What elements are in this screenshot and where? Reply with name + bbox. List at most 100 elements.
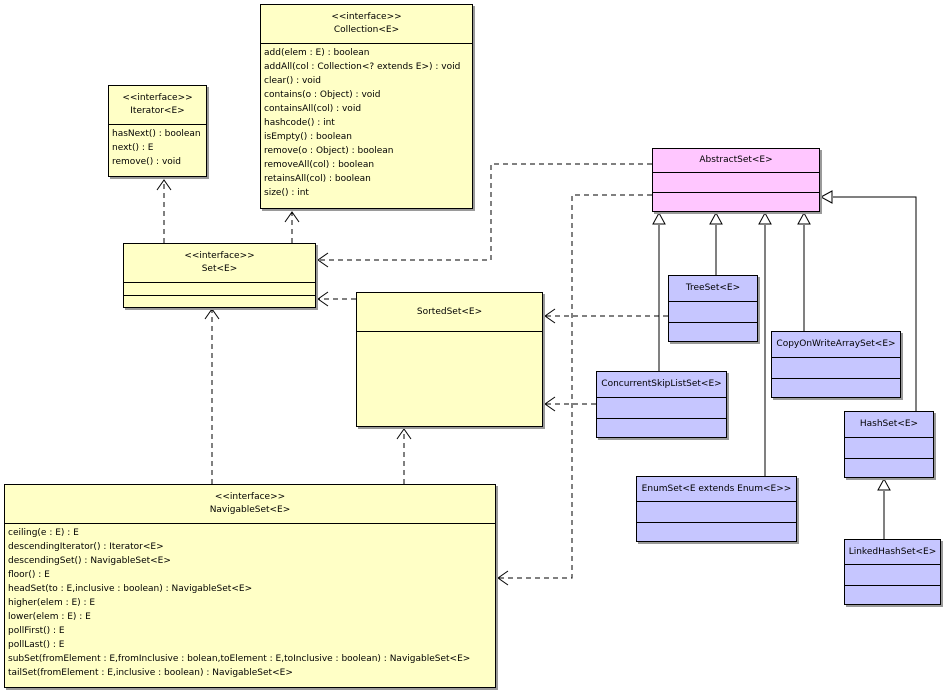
method: size() : int [264, 188, 309, 198]
methods-compartment [845, 586, 940, 605]
generalization-arrow-b [709, 211, 723, 225]
class-name: Iterator<E> [130, 106, 185, 116]
methods-compartment: add(elem : E) : boolean addAll(col : Col… [261, 44, 472, 202]
attributes-compartment [653, 173, 819, 193]
class-name: TreeSet<E> [685, 283, 741, 293]
attributes-compartment [597, 398, 726, 419]
method: tailSet(fromElement : E,inclusive : bool… [8, 668, 293, 678]
class-header: <<interface>> NavigableSet<E> [5, 485, 495, 524]
method: hasNext() : boolean [112, 129, 201, 139]
class-name: LinkedHashSet<E> [848, 546, 937, 557]
hashset-to-abstractset-line [833, 196, 917, 411]
method: remove() : void [112, 157, 181, 167]
class-iterator[interactable]: <<interface>> Iterator<E> hasNext() : bo… [108, 85, 207, 177]
arrowhead-navigableset [497, 570, 509, 586]
method: add(elem : E) : boolean [264, 48, 370, 58]
generalization-arrow-c [758, 211, 772, 225]
attributes-compartment [845, 565, 940, 586]
method: lower(elem : E) : E [8, 612, 91, 622]
class-name: Set<E> [201, 264, 238, 274]
abstractset-to-navigableset-line [498, 194, 652, 579]
class-name: ConcurrentSkipListSet<E> [601, 379, 722, 389]
class-name: SortedSet<E> [416, 306, 483, 317]
method: remove(o : Object) : boolean [264, 146, 394, 156]
class-name: CopyOnWriteArraySet<E> [776, 339, 896, 349]
class-linkedhashset[interactable]: LinkedHashSet<E> [844, 539, 941, 605]
method: isEmpty() : boolean [264, 132, 352, 142]
arrowhead-iterator [156, 179, 172, 191]
class-abstractset[interactable]: AbstractSet<E> [652, 148, 820, 212]
class-enumset[interactable]: EnumSet<E extends Enum<E>> [636, 476, 797, 542]
class-header: HashSet<E> [845, 412, 933, 438]
methods-compartment [772, 379, 900, 398]
class-name: Collection<E> [333, 25, 400, 35]
class-hashset[interactable]: HashSet<E> [844, 411, 934, 478]
method: contains(o : Object) : void [264, 90, 381, 100]
class-name: NavigableSet<E> [209, 505, 291, 515]
arrowhead-set-c [204, 308, 220, 320]
method: floor() : E [8, 570, 50, 580]
method: ceiling(e : E) : E [8, 528, 79, 538]
methods-compartment [124, 296, 315, 308]
class-header: <<interface>> Collection<E> [261, 5, 472, 44]
attributes-compartment [772, 358, 900, 379]
method: next() : E [112, 143, 154, 153]
method: higher(elem : E) : E [8, 598, 96, 608]
class-navigableset[interactable]: <<interface>> NavigableSet<E> ceiling(e … [4, 484, 496, 688]
attributes-compartment [637, 502, 796, 523]
method: descendingSet() : NavigableSet<E> [8, 556, 171, 566]
class-concurrentskiplistset[interactable]: ConcurrentSkipListSet<E> [596, 371, 727, 438]
generalization-arrow-a [652, 211, 666, 225]
class-header: EnumSet<E extends Enum<E>> [637, 477, 796, 502]
method: pollFirst() : E [8, 626, 65, 636]
class-name: HashSet<E> [859, 419, 919, 429]
stereotype-label: <<interface>> [122, 93, 193, 103]
method: headSet(to : E,inclusive : boolean) : Na… [8, 584, 253, 594]
class-treeset[interactable]: TreeSet<E> [668, 275, 758, 342]
stereotype-label: <<interface>> [214, 492, 286, 502]
method: subSet(fromElement : E,fromInclusive : b… [8, 654, 471, 664]
stereotype-label: <<interface>> [331, 12, 402, 22]
stereotype-label: <<interface>> [184, 251, 255, 261]
class-header: AbstractSet<E> [653, 149, 819, 173]
methods-compartment [637, 523, 796, 542]
method: descendingIterator() : Iterator<E> [8, 542, 164, 552]
methods-compartment [357, 332, 542, 427]
class-header: TreeSet<E> [669, 276, 757, 302]
method: addAll(col : Collection<? extends E>) : … [264, 62, 461, 72]
class-copyonwritearrayset[interactable]: CopyOnWriteArraySet<E> [771, 331, 901, 398]
class-header: <<interface>> Iterator<E> [109, 86, 206, 125]
method: retainsAll(col) : boolean [264, 174, 371, 184]
arrowhead-collection [284, 211, 300, 223]
methods-compartment [845, 459, 933, 478]
arrowhead-sortedset-c [544, 396, 556, 412]
method: containsAll(col) : void [264, 104, 362, 114]
methods-compartment: ceiling(e : E) : E descendingIterator() … [5, 524, 495, 682]
class-header: <<interface>> Set<E> [124, 244, 315, 283]
arrowhead-sortedset-b [544, 308, 556, 324]
class-set[interactable]: <<interface>> Set<E> [123, 243, 316, 308]
attributes-compartment [845, 438, 933, 459]
class-name: EnumSet<E extends Enum<E>> [641, 483, 792, 494]
class-header: SortedSet<E> [357, 293, 542, 332]
abstractset-to-set-line [318, 163, 652, 261]
methods-compartment [653, 193, 819, 212]
arrowhead-sortedset-a [396, 428, 412, 440]
class-header: ConcurrentSkipListSet<E> [597, 372, 726, 398]
methods-compartment [597, 419, 726, 438]
class-sortedset[interactable]: SortedSet<E> [356, 292, 543, 427]
method: removeAll(col) : boolean [264, 160, 375, 170]
method: hashcode() : int [264, 118, 335, 128]
arrowhead-set-a [317, 252, 329, 268]
generalization-arrow-d [797, 211, 811, 225]
methods-compartment [669, 323, 757, 342]
method: pollLast() : E [8, 640, 65, 650]
generalization-arrow-e [819, 190, 833, 204]
class-collection[interactable]: <<interface>> Collection<E> add(elem : E… [260, 4, 473, 209]
method: clear() : void [264, 76, 322, 86]
class-header: LinkedHashSet<E> [845, 540, 940, 565]
attributes-compartment [669, 302, 757, 323]
arrowhead-set-b [317, 291, 329, 307]
attributes-compartment [124, 283, 315, 296]
